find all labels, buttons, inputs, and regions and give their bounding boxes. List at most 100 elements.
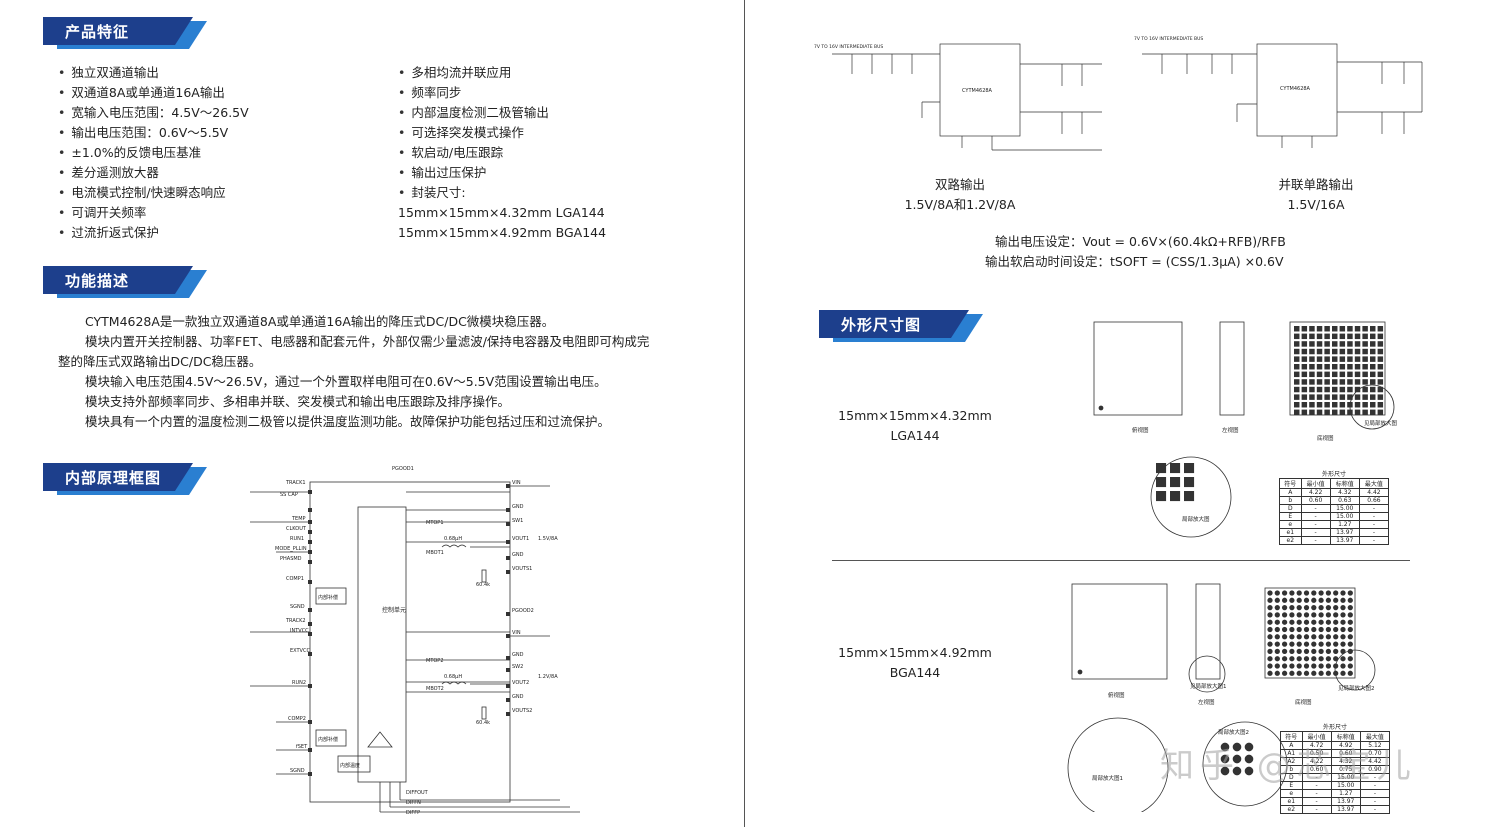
bga-ball <box>1311 597 1317 603</box>
lga-pad <box>1301 394 1308 400</box>
table-cell: 0.66 <box>1358 496 1390 505</box>
bga-ball <box>1311 590 1317 596</box>
part-label: 1.2V/8A <box>538 674 558 680</box>
bga-ball <box>1274 670 1280 676</box>
lga-pad <box>1354 348 1361 355</box>
bga-ball <box>1303 590 1310 596</box>
lga-pad <box>1309 386 1315 393</box>
lga-pad <box>1332 326 1338 332</box>
bga-ball <box>1296 597 1302 603</box>
pin-label: SGND <box>290 768 305 774</box>
lga-pad <box>1354 402 1361 408</box>
lga-pad <box>1354 326 1361 332</box>
lga-pad <box>1301 379 1308 385</box>
lga-pad <box>1377 341 1384 347</box>
bga-ball <box>1267 604 1273 611</box>
bga-ball <box>1289 663 1295 669</box>
pin-label: TRACK1 <box>285 480 306 486</box>
bga-ball <box>1289 619 1295 625</box>
bga-ball <box>1289 612 1295 618</box>
dual-output-caption: 双路输出 1.5V/8A和1.2V/8A <box>880 175 1040 215</box>
lga-pad <box>1362 409 1368 416</box>
formula-block: 输出电压设定：Vout = 0.6V×(60.4kΩ+RFB)/RFB 输出软启… <box>985 232 1385 272</box>
lga-pad <box>1347 386 1353 393</box>
section-title: 外形尺寸图 <box>841 316 922 334</box>
lga-pad <box>1362 333 1368 340</box>
lga-pad <box>1316 364 1323 370</box>
bga-ball <box>1281 619 1288 625</box>
pin-label: EXTVCC <box>290 648 310 654</box>
bga-ball <box>1281 604 1288 611</box>
table-cell: e2 <box>1279 536 1302 545</box>
bga-ball <box>1267 626 1273 633</box>
bga-ball <box>1347 641 1353 647</box>
bga-ball <box>1303 656 1310 662</box>
table-cell: - <box>1300 520 1331 529</box>
table-cell: D <box>1279 504 1302 513</box>
pin-label: SW2 <box>512 664 523 670</box>
table-row: e2-13.97- <box>1280 805 1391 814</box>
lga-pad <box>1370 348 1376 355</box>
lga-pad <box>1170 463 1181 474</box>
lga-pad <box>1354 371 1361 378</box>
table-cell: 13.97 <box>1329 528 1360 537</box>
bga-ball <box>1318 634 1324 640</box>
bga-detail-balls <box>1220 742 1254 776</box>
pin-label: RUN2 <box>292 680 306 686</box>
bga-ball <box>1267 656 1273 662</box>
table-cell: - <box>1358 512 1390 521</box>
bga-ball <box>1325 590 1332 596</box>
lga-pad <box>1324 409 1330 416</box>
bga-ball <box>1340 619 1346 625</box>
lga-pad <box>1316 379 1323 385</box>
bga-ball <box>1220 742 1230 752</box>
lga-pad <box>1324 402 1330 408</box>
lga-pad <box>1362 379 1368 385</box>
lga-pad <box>1294 409 1300 416</box>
bga-ball <box>1281 612 1288 618</box>
bga-ball <box>1267 670 1273 676</box>
lga-pad <box>1377 356 1384 362</box>
lga-pad <box>1354 409 1361 416</box>
lga-package-label: 15mm×15mm×4.32mm LGA144 <box>820 406 1010 446</box>
bga-ball <box>1311 604 1317 611</box>
lga-pad <box>1362 394 1368 400</box>
bga-ball <box>1289 648 1295 655</box>
table-row: E-15.00- <box>1279 512 1390 521</box>
bga-ball <box>1281 648 1288 655</box>
bga-ball <box>1289 590 1295 596</box>
lga-pad <box>1370 356 1376 362</box>
bga-ball <box>1347 634 1353 640</box>
pin-label: VOUT1 <box>512 536 529 542</box>
lga-pad <box>1309 371 1315 378</box>
lga-pad <box>1309 409 1315 416</box>
table-row: e1-13.97- <box>1280 797 1391 806</box>
lga-pad <box>1324 394 1330 400</box>
bga-ball <box>1267 597 1273 603</box>
table-cell: - <box>1300 536 1331 545</box>
bga-ball <box>1318 641 1324 647</box>
view-label: 见局部放大图2 <box>1338 684 1375 692</box>
lga-pad <box>1377 394 1384 400</box>
lga-pad <box>1309 348 1315 355</box>
bga-ball <box>1289 670 1295 676</box>
paragraph: 整的降压式双路输出DC/DC稳压器。 <box>58 354 262 369</box>
lga-pad <box>1156 491 1167 502</box>
chip-label: CYTM4628A <box>962 88 993 94</box>
lga-pad <box>1324 348 1330 355</box>
lga-pad <box>1294 326 1300 332</box>
pin-label: VOUT2 <box>512 680 529 686</box>
bga-ball <box>1318 597 1324 603</box>
lga-pad <box>1370 341 1376 347</box>
bga-ball <box>1303 670 1310 676</box>
bga-ball <box>1289 604 1295 611</box>
lga-pad <box>1309 379 1315 385</box>
bga-ball <box>1281 634 1288 640</box>
list-item: 封装尺寸: <box>398 183 728 203</box>
bga-ball <box>1274 648 1280 655</box>
table-cell: e2 <box>1280 805 1303 814</box>
